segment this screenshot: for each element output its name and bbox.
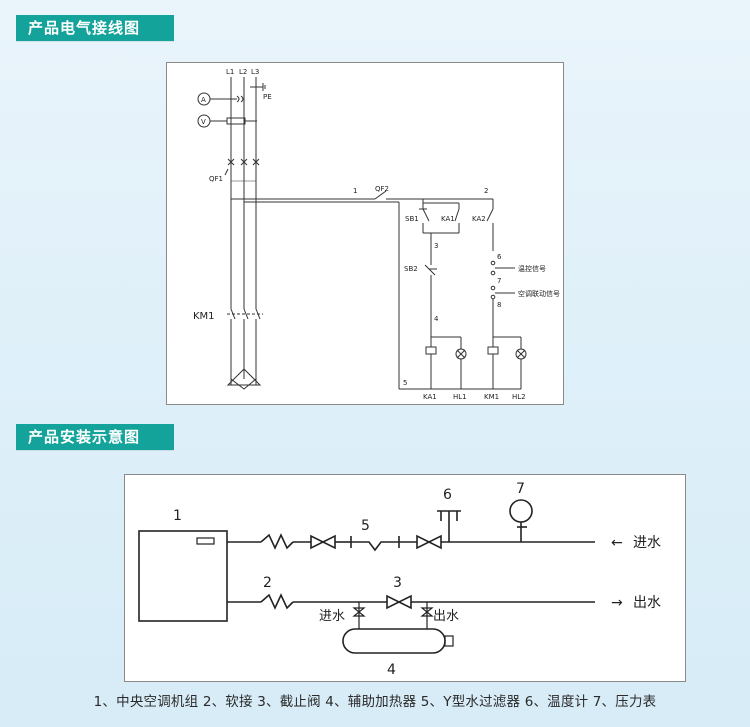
soft-joint-lower bbox=[260, 593, 294, 610]
wiring-diagram: L1 L2 L3 PE A V QF1 bbox=[193, 68, 560, 401]
heater-load bbox=[226, 319, 262, 390]
ka1-coil bbox=[425, 346, 437, 355]
bottom-label-hl2: HL2 bbox=[512, 393, 526, 401]
hvac-unit bbox=[138, 530, 228, 622]
heater-inlet-label: 进水 bbox=[319, 609, 345, 624]
qf1-label: QF1 bbox=[209, 175, 223, 183]
item-number-7: 7 bbox=[516, 481, 525, 497]
install-diagram: 1 5 6 7 ← 进水 2 3 → 出水 bbox=[138, 481, 661, 678]
item-number-3: 3 bbox=[393, 575, 402, 591]
node-3-label: 3 bbox=[434, 242, 438, 250]
km1-main-contactor bbox=[227, 308, 263, 320]
item-number-4: 4 bbox=[387, 662, 396, 678]
qf2-label: QF2 bbox=[375, 185, 389, 193]
pe-label: PE bbox=[263, 93, 272, 101]
ka2-contact bbox=[486, 208, 494, 222]
node-4-label: 4 bbox=[434, 315, 439, 323]
auxiliary-heater bbox=[342, 628, 446, 654]
node-2-label: 2 bbox=[484, 187, 488, 195]
km1-coil bbox=[487, 346, 499, 355]
voltmeter-label: V bbox=[201, 118, 206, 126]
item-number-2: 2 bbox=[263, 575, 272, 591]
sb1-label: SB1 bbox=[405, 215, 419, 223]
ka1-hold-contact bbox=[454, 208, 460, 222]
inlet-arrow-icon: ← bbox=[611, 535, 623, 551]
pressure-gauge-icon bbox=[509, 499, 533, 523]
ka2-label: KA2 bbox=[472, 215, 486, 223]
wiring-diagram-panel: L1 L2 L3 PE A V QF1 bbox=[166, 62, 564, 405]
y-strainer bbox=[350, 536, 400, 552]
node-5-label: 5 bbox=[403, 379, 407, 387]
heater-inlet-valve bbox=[352, 607, 366, 617]
phase-label-l2: L2 bbox=[239, 68, 247, 76]
outlet-arrow-icon: → bbox=[611, 595, 623, 611]
bottom-label-km1: KM1 bbox=[484, 393, 499, 401]
item-number-5: 5 bbox=[361, 518, 370, 534]
hvac-unit-panel bbox=[196, 537, 215, 545]
heater-outlet-valve bbox=[420, 607, 434, 617]
phase-label-l1: L1 bbox=[226, 68, 234, 76]
km1-main-label: KM1 bbox=[193, 311, 215, 322]
install-section-title: 产品安装示意图 bbox=[16, 424, 174, 450]
phase-label-l3: L3 bbox=[251, 68, 259, 76]
ka1-label: KA1 bbox=[441, 215, 455, 223]
install-legend: 1、中央空调机组 2、软接 3、截止阀 4、辅助加热器 5、Y型水过滤器 6、温… bbox=[93, 694, 657, 710]
sb2-label: SB2 bbox=[404, 265, 418, 273]
qf1-breaker bbox=[224, 158, 260, 176]
wiring-section-title: 产品电气接线图 bbox=[16, 15, 174, 41]
shutoff-valve bbox=[386, 594, 412, 610]
valve-upper-left bbox=[310, 534, 336, 550]
item-number-6: 6 bbox=[443, 487, 452, 503]
outlet-label: 出水 bbox=[633, 595, 661, 611]
node-1-label: 1 bbox=[353, 187, 357, 195]
item-number-1: 1 bbox=[173, 508, 182, 524]
node-7-label: 7 bbox=[497, 277, 501, 285]
temp-signal-label: 温控信号 bbox=[518, 264, 546, 273]
node-8-label: 8 bbox=[497, 301, 501, 309]
inlet-label: 进水 bbox=[633, 535, 661, 551]
linkage-signal-label: 空调联动信号 bbox=[518, 289, 560, 298]
bottom-label-ka1: KA1 bbox=[423, 393, 437, 401]
valve-upper-right bbox=[416, 534, 442, 550]
bottom-label-hl1: HL1 bbox=[453, 393, 467, 401]
install-diagram-panel: 1 5 6 7 ← 进水 2 3 → 出水 bbox=[124, 474, 686, 682]
heater-outlet-label: 出水 bbox=[433, 609, 459, 624]
sb2-pushbutton bbox=[424, 264, 436, 276]
ammeter-label: A bbox=[201, 96, 206, 104]
node-6-label: 6 bbox=[497, 253, 502, 261]
soft-joint-upper bbox=[260, 533, 294, 550]
